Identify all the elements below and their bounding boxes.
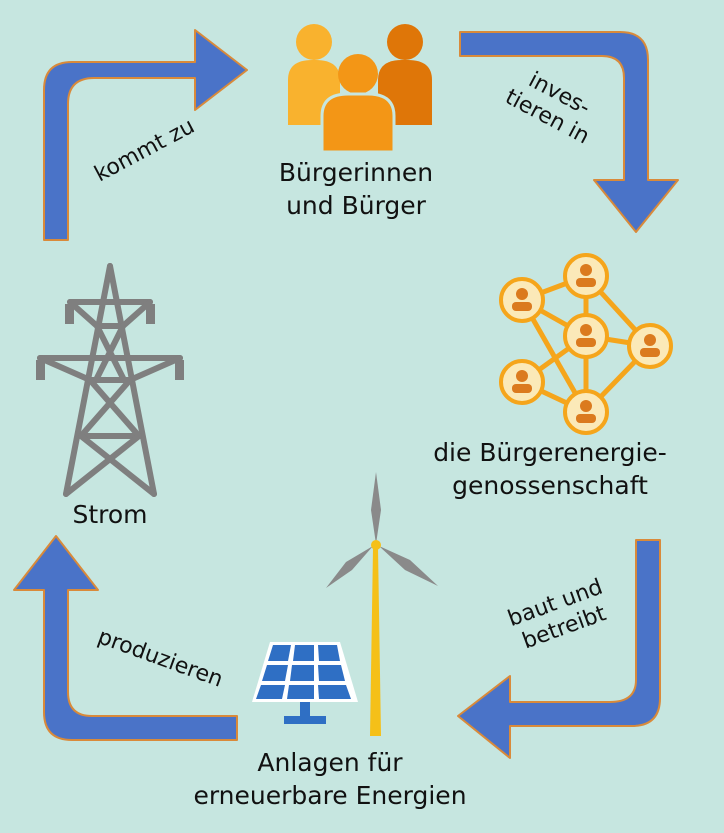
network-node [499,277,545,323]
network-node [499,359,545,405]
network-nodes [499,253,673,435]
power-pylon-icon [37,263,183,497]
citizens-label-line1: Bürgerinnen [278,158,434,187]
plants-label-line1: Anlagen für [257,748,403,777]
network-node [627,323,673,369]
network-node [563,313,609,359]
solar-panel-icon [252,642,358,724]
arrow-comes-to [43,29,248,241]
citizens-label: Bürgerinnen und Bürger [250,156,462,222]
people-group-icon [288,24,432,154]
cooperative-label-line1: die Bürgerenergie- [433,438,667,467]
network-node [563,253,609,299]
pylon-insulators [36,304,184,380]
cooperative-label-line2: genossenschaft [452,471,648,500]
power-label-text: Strom [72,500,148,529]
citizens-label-line2: und Bürger [286,191,426,220]
network-node [563,389,609,435]
cooperative-label: die Bürgerenergie- genossenschaft [400,436,700,502]
arrow-produce [13,535,238,741]
power-label: Strom [50,498,170,531]
plants-label-line2: erneuerbare Energien [193,781,467,810]
wind-turbine-icon [326,472,438,736]
plants-label: Anlagen für erneuerbare Energien [140,746,520,812]
arrow-build [457,539,661,759]
arrow-invest [459,31,679,233]
